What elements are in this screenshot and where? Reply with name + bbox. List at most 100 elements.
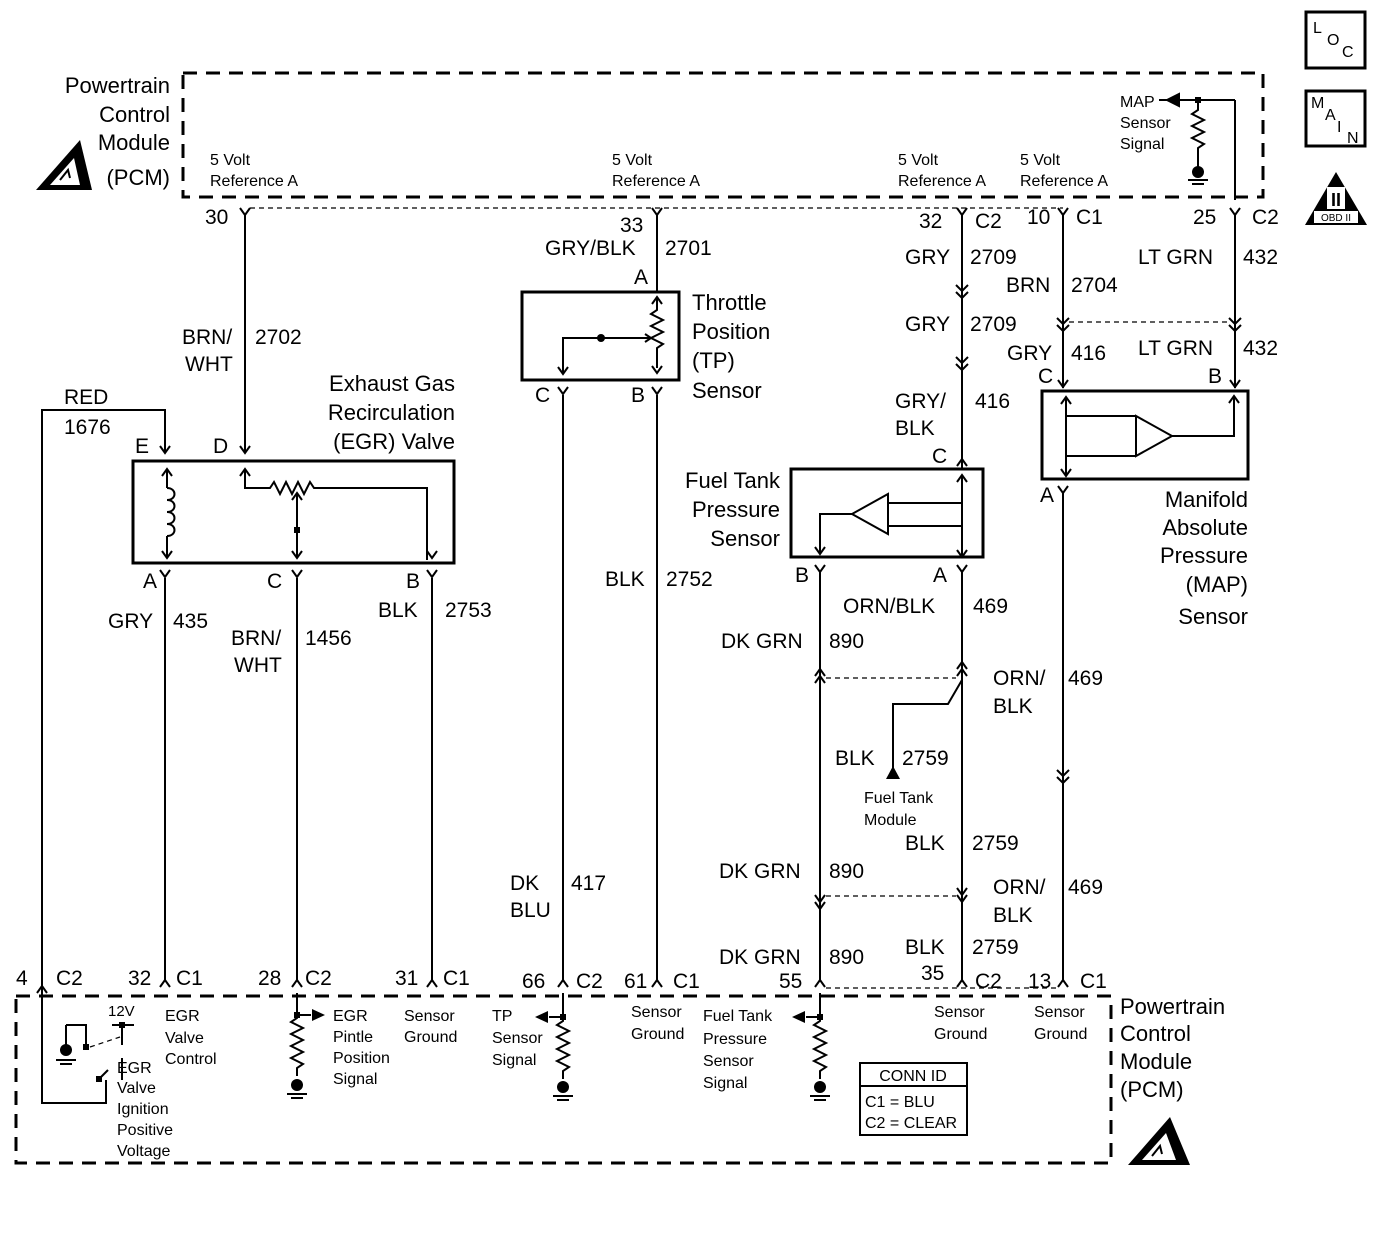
svg-text:GRY/BLK: GRY/BLK bbox=[545, 237, 636, 260]
svg-text:Powertrain: Powertrain bbox=[65, 73, 170, 98]
pin-bottom-55: 55 bbox=[779, 970, 826, 993]
svg-text:Sensor: Sensor bbox=[1034, 1004, 1085, 1021]
svg-text:C2: C2 bbox=[56, 967, 83, 990]
svg-text:O: O bbox=[1327, 32, 1339, 49]
svg-text:2709: 2709 bbox=[970, 246, 1017, 269]
svg-text:Module: Module bbox=[864, 812, 917, 829]
svg-text:BRN/: BRN/ bbox=[182, 326, 232, 349]
svg-text:(MAP): (MAP) bbox=[1186, 572, 1248, 597]
label-wire-469c: ORN/ BLK 469 bbox=[993, 876, 1103, 927]
svg-text:C1 = BLU: C1 = BLU bbox=[865, 1094, 935, 1111]
tp-pin-c-terminal bbox=[557, 386, 569, 396]
egr-solenoid-coil bbox=[161, 467, 176, 560]
svg-text:ORN/BLK: ORN/BLK bbox=[843, 595, 935, 618]
svg-text:2759: 2759 bbox=[972, 832, 1019, 855]
svg-text:MAP: MAP bbox=[1120, 94, 1155, 111]
svg-text:C2: C2 bbox=[576, 970, 603, 993]
pcm-top-title: Powertrain Control Module (PCM) bbox=[65, 73, 170, 190]
svg-text:ORN/: ORN/ bbox=[993, 876, 1046, 899]
svg-text:Fuel Tank: Fuel Tank bbox=[703, 1008, 773, 1025]
svg-text:890: 890 bbox=[829, 946, 864, 969]
svg-text:1456: 1456 bbox=[305, 627, 352, 650]
sensor-ground-label-35: Sensor Ground bbox=[934, 1004, 987, 1043]
svg-text:GRY/: GRY/ bbox=[895, 390, 946, 413]
svg-text:5 Volt: 5 Volt bbox=[612, 152, 653, 169]
label-wire-432a: LT GRN 432 bbox=[1138, 246, 1278, 269]
svg-text:GRY: GRY bbox=[108, 610, 153, 633]
svg-text:Pressure: Pressure bbox=[703, 1031, 767, 1048]
map-pin-a: A bbox=[1040, 484, 1054, 507]
label-wire-2701: GRY/BLK 2701 bbox=[545, 237, 712, 260]
egr-valve-control-label: EGR Valve Control bbox=[165, 1008, 217, 1068]
pin-bottom-4: 4 C2 bbox=[16, 967, 83, 994]
svg-text:5 Volt: 5 Volt bbox=[210, 152, 251, 169]
egr-top-terminals bbox=[159, 445, 251, 455]
svg-text:Control: Control bbox=[1120, 1021, 1191, 1046]
svg-text:EGR: EGR bbox=[117, 1060, 152, 1077]
svg-text:32: 32 bbox=[919, 210, 942, 233]
loc-icon: L O C bbox=[1304, 10, 1367, 70]
egr-pin-b: B bbox=[406, 570, 420, 593]
svg-text:13: 13 bbox=[1028, 970, 1051, 993]
svg-text:Signal: Signal bbox=[703, 1075, 747, 1092]
svg-text:EGR: EGR bbox=[165, 1008, 200, 1025]
svg-text:Ground: Ground bbox=[631, 1026, 684, 1043]
label-wire-469a: ORN/BLK 469 bbox=[843, 595, 1008, 618]
pin-bottom-61: 61 C1 bbox=[624, 970, 700, 993]
svg-text:ORN/: ORN/ bbox=[993, 667, 1046, 690]
label-wire-890b: DK GRN 890 bbox=[719, 860, 864, 883]
svg-text:61: 61 bbox=[624, 970, 647, 993]
svg-text:C1: C1 bbox=[176, 967, 203, 990]
svg-text:A: A bbox=[1325, 107, 1336, 124]
ftp-sensor-name: Fuel Tank Pressure Sensor bbox=[685, 468, 781, 551]
svg-text:BLK: BLK bbox=[605, 568, 645, 591]
svg-text:2704: 2704 bbox=[1071, 274, 1118, 297]
svg-text:432: 432 bbox=[1243, 337, 1278, 360]
svg-text:Module: Module bbox=[1120, 1049, 1192, 1074]
map-top-terminals bbox=[1057, 379, 1241, 389]
pintle-position-circuit bbox=[287, 993, 325, 1099]
ref-a-label-32: 5 Volt Reference A bbox=[898, 152, 986, 190]
label-wire-2709a: GRY 2709 bbox=[905, 246, 1017, 269]
ftp-pin-c: C bbox=[932, 445, 947, 468]
svg-text:Sensor: Sensor bbox=[1120, 115, 1171, 132]
pin-top-10: 10 C1 bbox=[1027, 206, 1103, 229]
svg-text:Sensor: Sensor bbox=[631, 1004, 682, 1021]
svg-text:Fuel Tank: Fuel Tank bbox=[864, 790, 934, 807]
svg-text:Sensor: Sensor bbox=[1178, 604, 1248, 629]
svg-text:2753: 2753 bbox=[445, 599, 492, 622]
pin-bottom-32: 32 C1 bbox=[128, 967, 203, 990]
svg-text:25: 25 bbox=[1193, 206, 1216, 229]
pintle-position-label: EGR Pintle Position Signal bbox=[333, 1008, 390, 1088]
label-wire-435: GRY 435 bbox=[108, 610, 208, 633]
svg-text:N: N bbox=[1347, 130, 1359, 147]
label-wire-2702: BRN/ WHT 2702 bbox=[182, 326, 302, 376]
svg-text:EGR: EGR bbox=[333, 1008, 368, 1025]
label-wire-1676: RED 1676 bbox=[64, 386, 111, 439]
svg-text:1676: 1676 bbox=[64, 416, 111, 439]
svg-text:DK GRN: DK GRN bbox=[721, 630, 803, 653]
label-wire-2759c: BLK 2759 bbox=[905, 936, 1019, 959]
egr-position-potentiometer bbox=[239, 467, 438, 560]
ftp-pin-a: A bbox=[933, 564, 947, 587]
svg-text:890: 890 bbox=[829, 860, 864, 883]
svg-text:C: C bbox=[1342, 44, 1354, 61]
ftp-pin-c-terminal bbox=[956, 457, 968, 467]
svg-text:469: 469 bbox=[1068, 876, 1103, 899]
label-wire-2759a: BLK 2759 bbox=[835, 747, 949, 770]
svg-text:DK GRN: DK GRN bbox=[719, 946, 801, 969]
svg-text:Sensor: Sensor bbox=[703, 1053, 754, 1070]
svg-text:(TP): (TP) bbox=[692, 348, 735, 373]
svg-text:LT GRN: LT GRN bbox=[1138, 246, 1213, 269]
svg-text:C2: C2 bbox=[975, 970, 1002, 993]
esd-warning-icon-bottom bbox=[1128, 1117, 1190, 1165]
esd-warning-icon bbox=[36, 140, 92, 190]
svg-text:CONN ID: CONN ID bbox=[879, 1068, 947, 1085]
label-wire-417: DK BLU 417 bbox=[510, 872, 606, 922]
label-wire-2752: BLK 2752 bbox=[605, 568, 713, 591]
svg-text:890: 890 bbox=[829, 630, 864, 653]
svg-text:435: 435 bbox=[173, 610, 208, 633]
label-wire-1456: BRN/ WHT 1456 bbox=[231, 627, 352, 677]
svg-text:31: 31 bbox=[395, 967, 418, 990]
fuel-tank-module-label: Fuel Tank Module bbox=[864, 790, 934, 829]
